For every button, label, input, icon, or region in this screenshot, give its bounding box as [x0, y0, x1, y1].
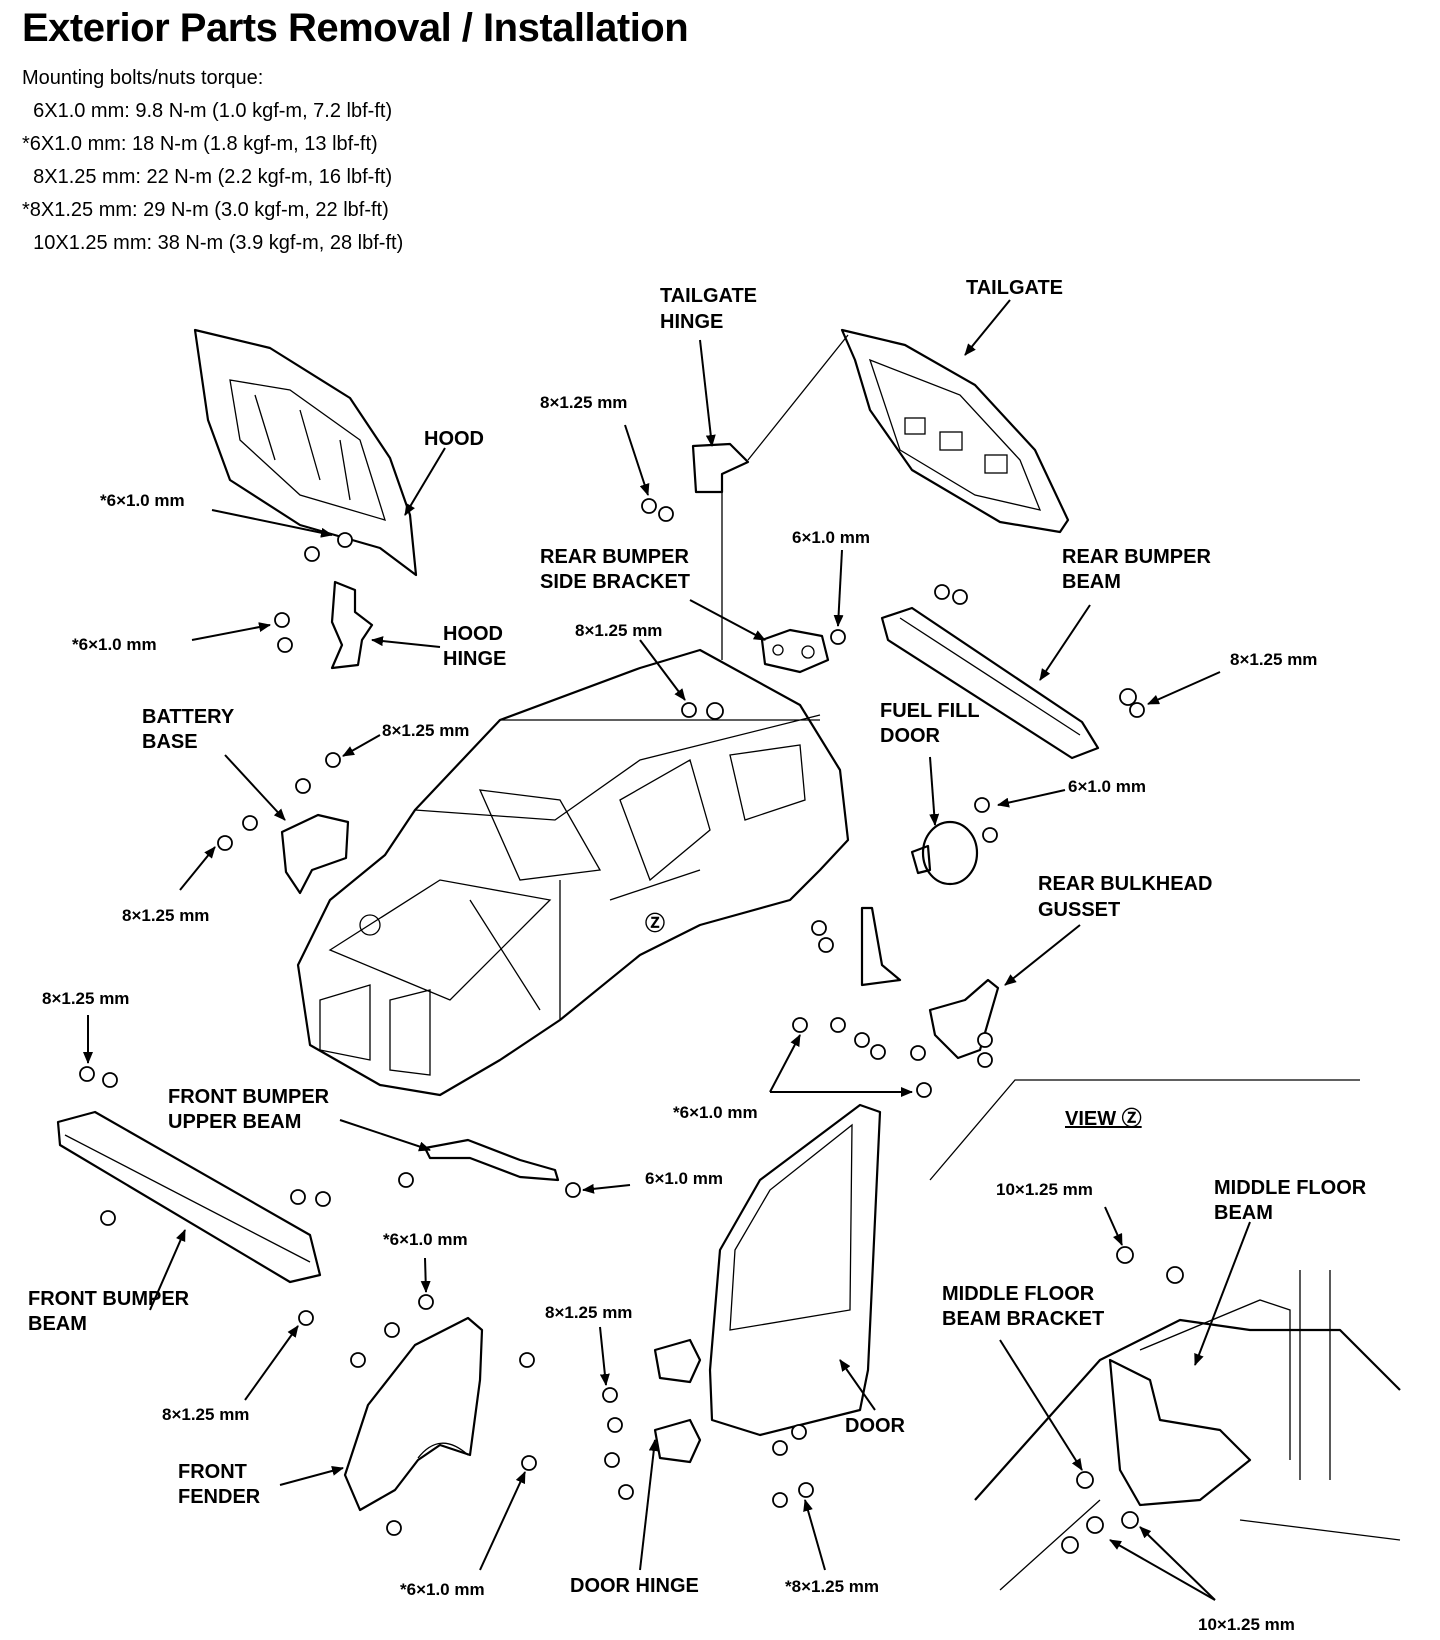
tailgate-label: TAILGATE [966, 277, 1063, 299]
view-z-marker: Ⓩ [645, 912, 665, 935]
fastener-label: 8×1.25 mm [540, 393, 627, 412]
torque-spec-line: 8X1.25 mm: 22 N-m (2.2 kgf-m, 16 lbf-ft) [22, 166, 393, 188]
rear-bulkhead-gusset-drawing [860, 906, 1000, 1060]
fastener-label: 6×1.0 mm [792, 528, 870, 547]
page-title: Exterior Parts Removal / Installation [22, 6, 689, 50]
fastener-label: 6×1.0 mm [645, 1169, 723, 1188]
leader-lines [83, 299, 1251, 1601]
fastener-label: 8×1.25 mm [122, 906, 209, 925]
hood-hinge-drawing [330, 580, 374, 670]
view-z-label: VIEW Ⓩ [1065, 1107, 1142, 1130]
hood-drawing [193, 328, 418, 577]
fastener-label: 10×1.25 mm [1198, 1615, 1295, 1634]
fastener-label: *6×1.0 mm [72, 635, 157, 654]
fastener-label: 8×1.25 mm [382, 721, 469, 740]
torque-spec-line: 6X1.0 mm: 9.8 N-m (1.0 kgf-m, 7.2 lbf-ft… [22, 100, 393, 122]
torque-spec-intro: Mounting bolts/nuts torque: [22, 67, 264, 89]
fastener-label: *6×1.0 mm [383, 1230, 468, 1249]
fastener-label: *6×1.0 mm [100, 491, 185, 510]
front-bumper-beam-drawing [56, 1110, 322, 1284]
rear-bumper-beam-drawing [880, 606, 1100, 760]
parts-drawing [56, 328, 1401, 1591]
fastener-label: 8×1.25 mm [162, 1405, 249, 1424]
fastener-label: 10×1.25 mm [996, 1180, 1093, 1199]
hood-label: HOOD [424, 428, 484, 450]
fastener-label: *6×1.0 mm [673, 1103, 758, 1122]
body-shell-drawing [296, 648, 850, 1097]
door-drawing [708, 1103, 882, 1437]
fastener-label: 6×1.0 mm [1068, 777, 1146, 796]
torque-spec-line: *8X1.25 mm: 29 N-m (3.0 kgf-m, 22 lbf-ft… [22, 199, 389, 221]
fasteners-drawing [79, 498, 1184, 1554]
fastener-label: 8×1.25 mm [42, 989, 129, 1008]
tailgate-hinge-drawing [691, 334, 849, 660]
door-hinge-drawing [653, 1338, 702, 1464]
torque-spec-line: *6X1.0 mm: 18 N-m (1.8 kgf-m, 13 lbf-ft) [22, 133, 378, 155]
front-fender-drawing [343, 1316, 484, 1512]
door-hinge-label: DOOR HINGE [570, 1575, 699, 1597]
front-bumper-upper-beam-drawing [423, 1138, 560, 1182]
fastener-label: 8×1.25 mm [1230, 650, 1317, 669]
view-z-inset-drawing [929, 1079, 1401, 1591]
fastener-label: 8×1.25 mm [545, 1303, 632, 1322]
torque-spec-list: Mounting bolts/nuts torque: 6X1.0 mm: 9.… [22, 62, 403, 260]
fastener-label: *6×1.0 mm [400, 1580, 485, 1599]
fastener-label: 8×1.25 mm [575, 621, 662, 640]
door-label: DOOR [845, 1415, 906, 1437]
tailgate-drawing [840, 328, 1070, 534]
battery-base-drawing [280, 813, 350, 895]
rear-bumper-side-bracket-drawing [760, 628, 830, 674]
fastener-label: *8×1.25 mm [785, 1577, 879, 1596]
fuel-fill-door-drawing [910, 820, 979, 886]
torque-spec-line: 10X1.25 mm: 38 N-m (3.9 kgf-m, 28 lbf-ft… [22, 232, 404, 254]
